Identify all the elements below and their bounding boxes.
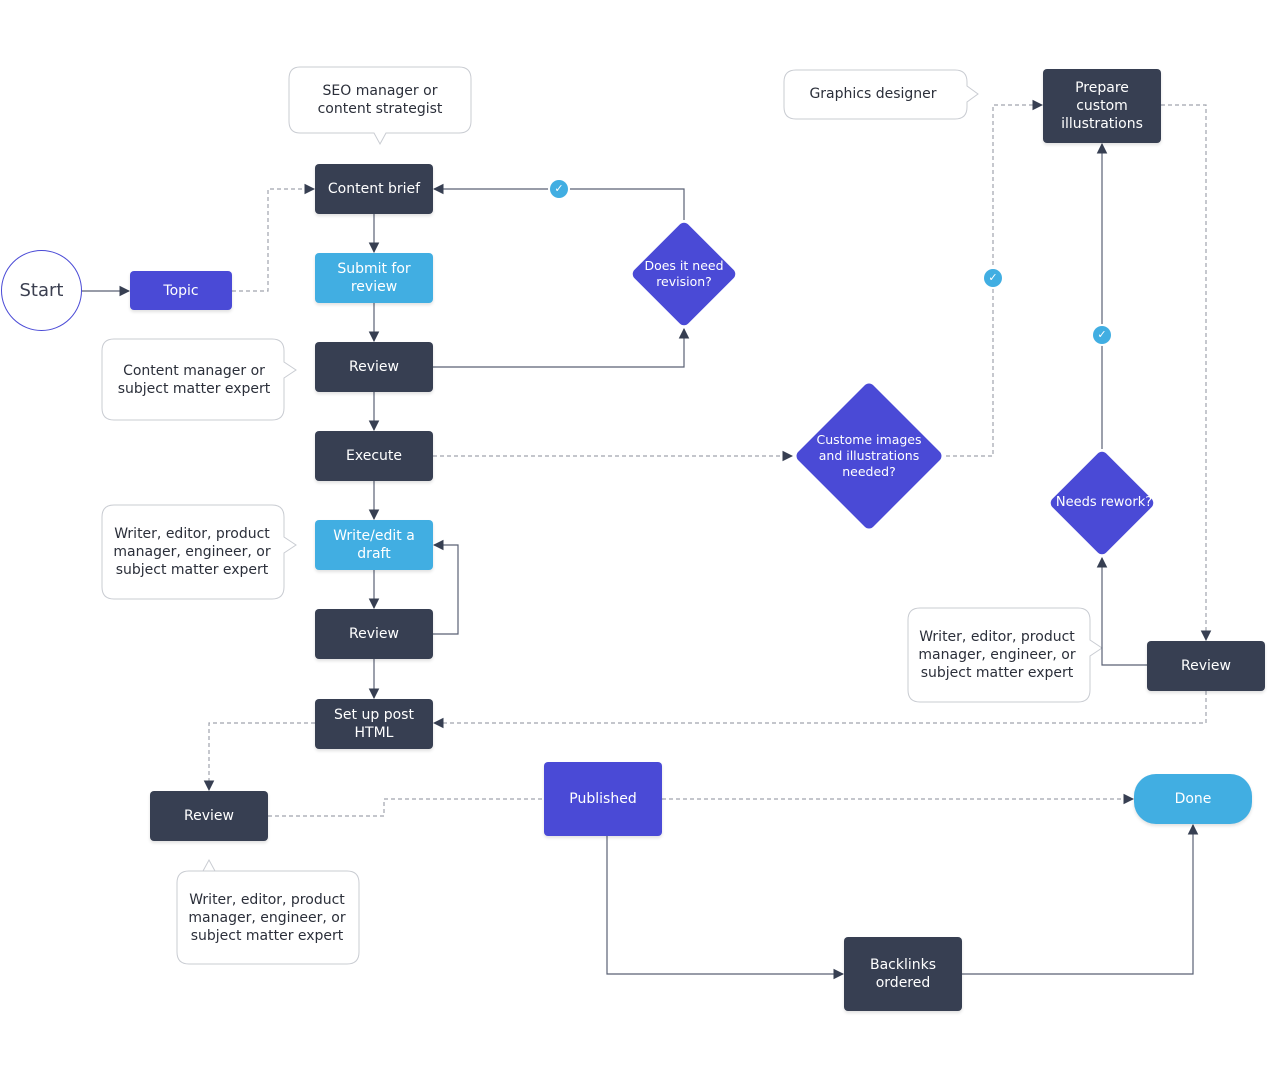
decision-needs-rework[interactable]: Needs rework? xyxy=(1055,495,1153,510)
note-bubble-writer-3 xyxy=(907,607,1103,703)
note-bubble-writer-2 xyxy=(176,858,360,965)
published-node[interactable]: Published xyxy=(544,762,662,836)
note-seo-manager: SEO manager or content strategist xyxy=(317,83,443,117)
review-node-3[interactable]: Review xyxy=(150,791,268,841)
content-brief-node[interactable]: Content brief xyxy=(315,164,433,214)
decision-needs-revision[interactable]: Does it need revision? xyxy=(644,258,724,289)
prepare-custom-illustrations-node[interactable]: Prepare custom illustrations xyxy=(1043,69,1161,143)
note-bubble-content-manager xyxy=(101,338,297,421)
note-content-manager: Content manager or subject matter expert xyxy=(117,363,271,397)
backlinks-ordered-node[interactable]: Backlinks ordered xyxy=(844,937,962,1011)
note-writer-2: Writer, editor, product manager, enginee… xyxy=(188,892,346,944)
start-node[interactable]: Start xyxy=(1,250,82,331)
note-graphics-designer: Graphics designer xyxy=(809,86,937,102)
done-node[interactable]: Done xyxy=(1134,774,1252,824)
check-icon: ✓ xyxy=(550,180,568,198)
check-icon: ✓ xyxy=(984,269,1002,287)
note-writer-3: Writer, editor, product manager, enginee… xyxy=(918,629,1076,681)
note-writer-1: Writer, editor, product manager, enginee… xyxy=(113,526,271,578)
review-node-2[interactable]: Review xyxy=(315,609,433,659)
topic-node[interactable]: Topic xyxy=(130,271,232,310)
decision-custom-images-shape xyxy=(796,383,942,529)
note-bubble-graphics xyxy=(783,69,979,120)
submit-for-review-node[interactable]: Submit for review xyxy=(315,253,433,303)
decision-needs-rework-shape xyxy=(1050,451,1154,555)
note-bubble-seo xyxy=(288,66,472,146)
check-icon: ✓ xyxy=(1093,326,1111,344)
note-bubble-writer-1 xyxy=(101,504,297,600)
review-node-1[interactable]: Review xyxy=(315,342,433,392)
decision-custom-images[interactable]: Custome images and illustrations needed? xyxy=(816,432,922,479)
review-node-4[interactable]: Review xyxy=(1147,641,1265,691)
execute-node[interactable]: Execute xyxy=(315,431,433,481)
write-edit-draft-node[interactable]: Write/edit a draft xyxy=(315,520,433,570)
decision-needs-revision-shape xyxy=(632,222,736,326)
set-up-post-html-node[interactable]: Set up post HTML xyxy=(315,699,433,749)
